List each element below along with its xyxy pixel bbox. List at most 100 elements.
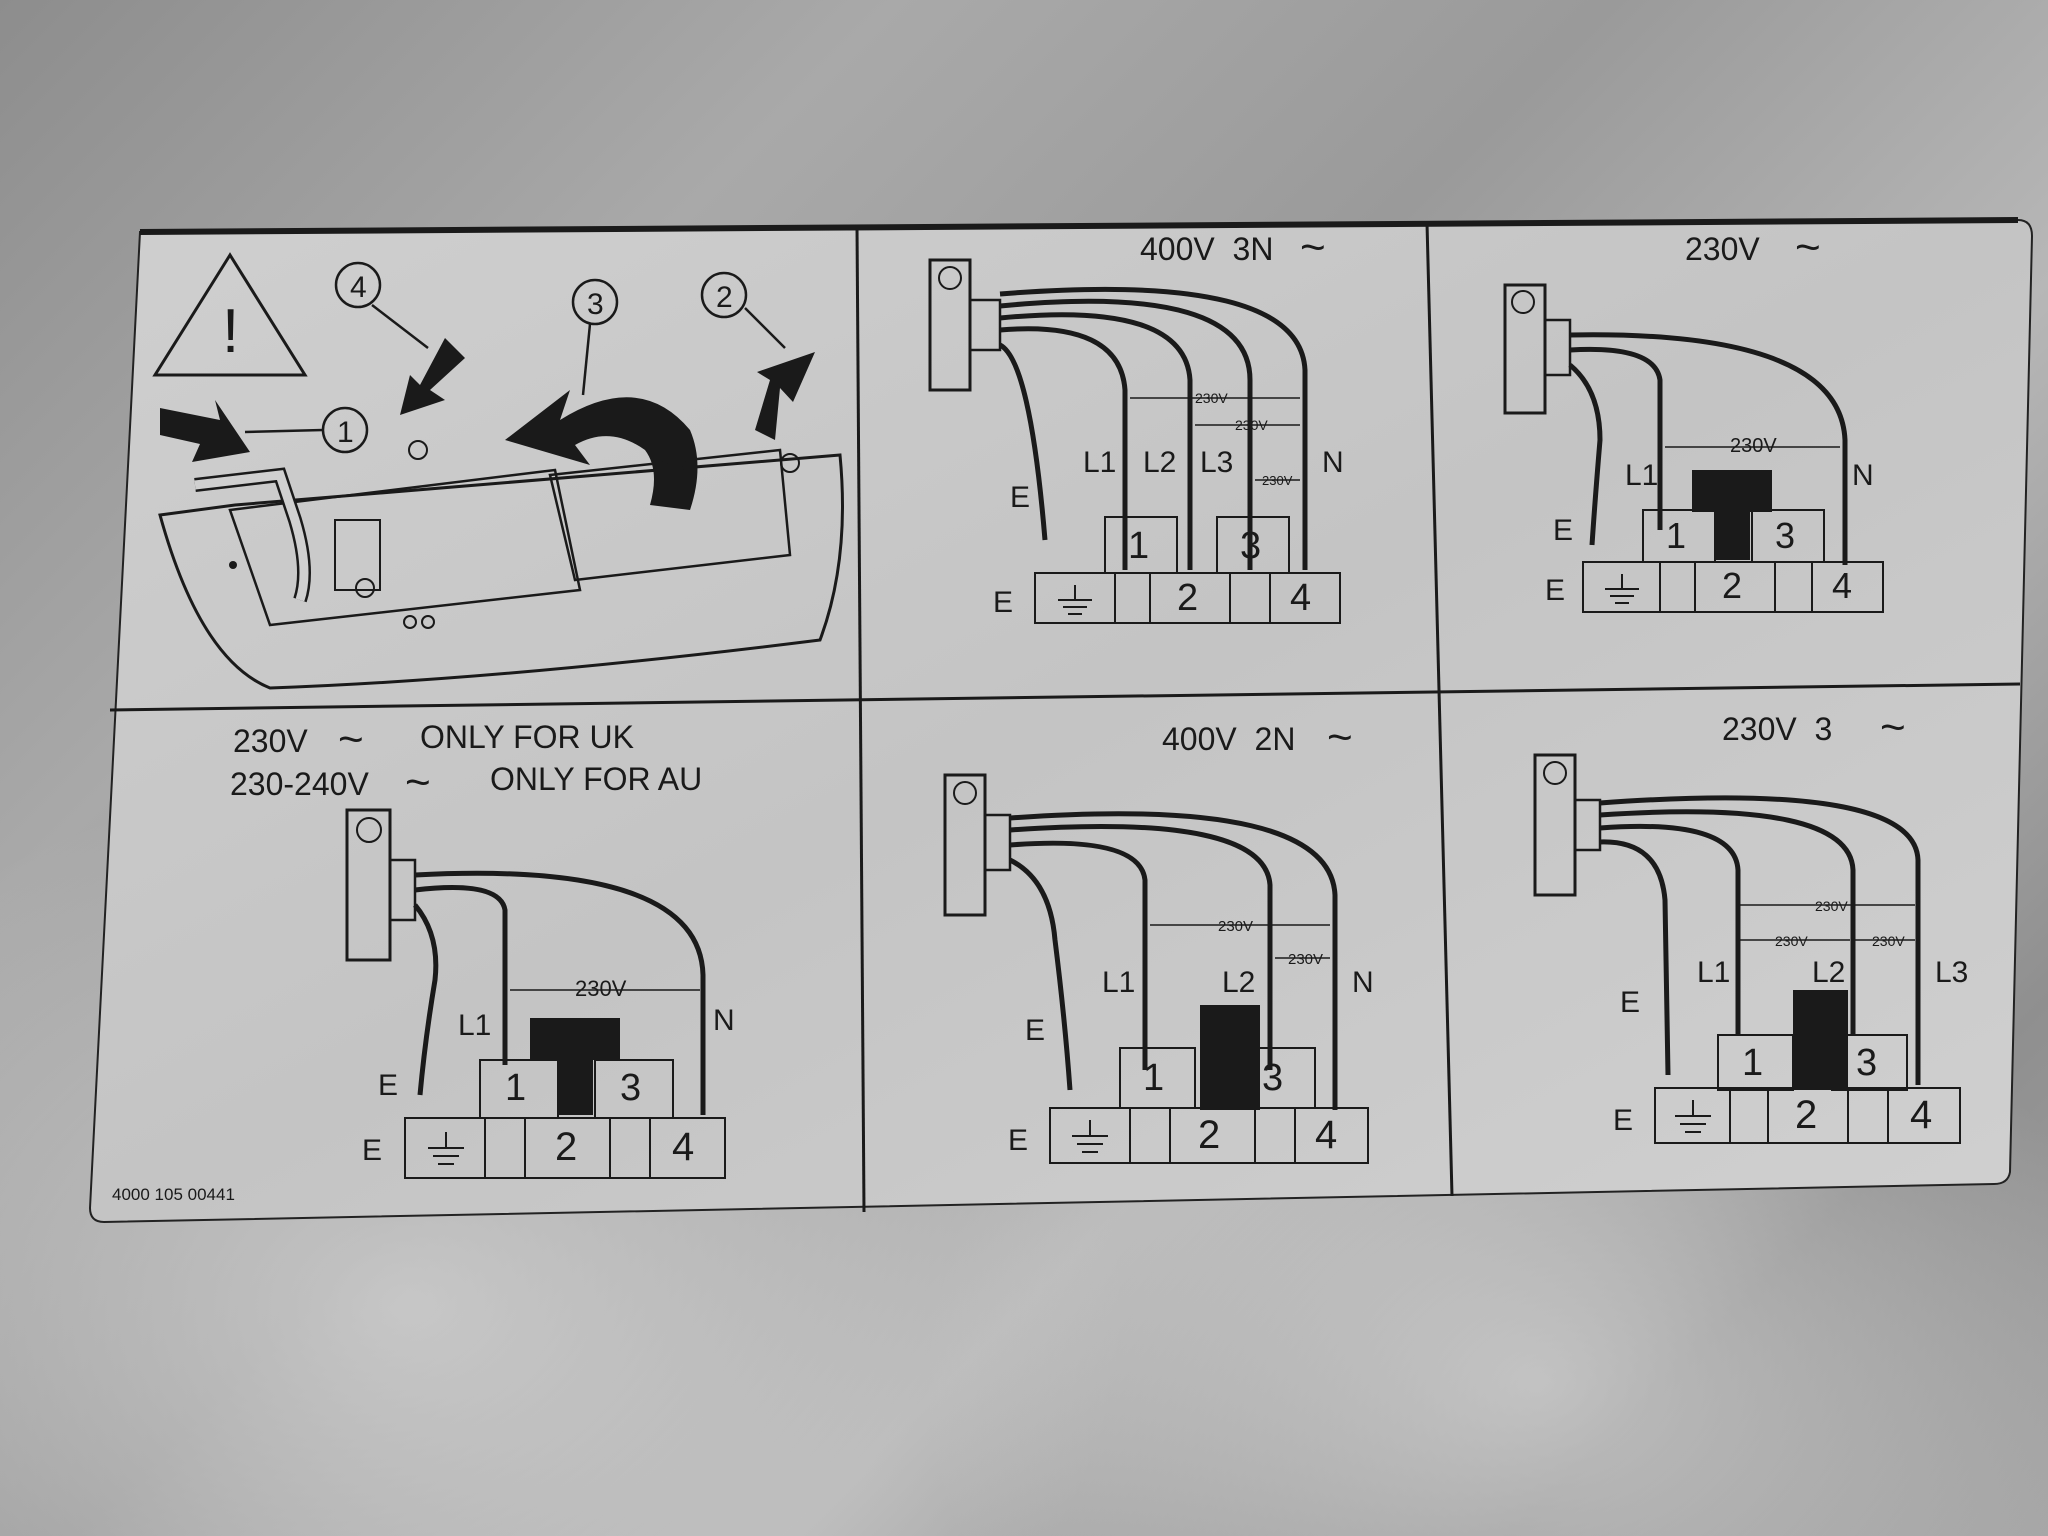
svg-text:1: 1 (337, 416, 354, 449)
terminal-block (404, 1117, 726, 1179)
ac-symbol: ~ (1880, 703, 1906, 752)
terminal-block (1034, 572, 1341, 624)
svg-text:2: 2 (555, 1125, 577, 1169)
svg-text:L2: L2 (1812, 956, 1845, 989)
panel-230v-3: 230V 3 ~ 230V 230V 230V E L1 L2 L3 1 3 2… (1533, 703, 1968, 1144)
ac-symbol: ~ (405, 758, 431, 807)
svg-text:L3: L3 (1200, 446, 1233, 479)
svg-text:230V: 230V (1235, 417, 1268, 433)
svg-text:E: E (378, 1069, 398, 1102)
callout-3 (571, 278, 619, 326)
terminal-block (1654, 1087, 1961, 1144)
earth-icon (1058, 585, 1092, 615)
clamp-screw-icon (938, 266, 962, 290)
svg-text:1: 1 (1143, 1057, 1164, 1099)
svg-text:230V: 230V (1815, 898, 1848, 914)
terminal-block (1582, 561, 1884, 613)
hob-body (158, 453, 844, 690)
ac-symbol: ~ (1300, 223, 1326, 272)
svg-text:N: N (1322, 446, 1344, 479)
svg-text:1: 1 (1128, 525, 1149, 567)
cable-clamp (1503, 283, 1547, 415)
svg-text:N: N (1852, 459, 1874, 492)
svg-text:3: 3 (620, 1067, 641, 1109)
panel-230v-uk-au: 230V ~ ONLY FOR UK 230-240V ~ ONLY FOR A… (230, 715, 735, 1179)
svg-text:E: E (1010, 481, 1030, 514)
svg-text:N: N (713, 1004, 735, 1037)
svg-text:E: E (1025, 1014, 1045, 1047)
ac-symbol: ~ (1327, 713, 1353, 762)
panel-title-uk: 230V (233, 723, 308, 759)
svg-text:E: E (362, 1134, 382, 1167)
clamp-screw-icon (1543, 761, 1567, 785)
svg-text:3: 3 (1240, 525, 1261, 567)
panel-title: 230V 3 (1722, 711, 1832, 747)
svg-text:230V: 230V (1872, 933, 1905, 949)
svg-text:3: 3 (587, 288, 604, 321)
clamp-screw-icon (953, 781, 977, 805)
cable-clamp (943, 773, 987, 917)
svg-text:L2: L2 (1143, 446, 1176, 479)
svg-text:230V: 230V (1288, 951, 1323, 968)
divider-v1 (855, 225, 866, 1213)
earth-icon (1605, 574, 1639, 604)
svg-text:E: E (1613, 1104, 1633, 1137)
ac-symbol: ~ (338, 715, 364, 764)
svg-text:E: E (1545, 574, 1565, 607)
svg-text:230V: 230V (1262, 473, 1293, 488)
uk-note: ONLY FOR UK (420, 719, 634, 755)
svg-text:E: E (1553, 514, 1573, 547)
svg-text:4: 4 (350, 271, 367, 304)
svg-text:230V: 230V (1775, 933, 1808, 949)
terminal-block (1049, 1107, 1369, 1164)
panel-title: 400V 2N (1162, 721, 1295, 757)
warning-icon (152, 252, 308, 377)
svg-text:L1: L1 (458, 1009, 491, 1042)
svg-text:L2: L2 (1222, 966, 1255, 999)
svg-text:230V: 230V (575, 976, 627, 1001)
part-number: 4000 105 00441 (112, 1185, 235, 1204)
panel-title: 230V (1685, 231, 1760, 267)
cable-clamp (345, 808, 392, 962)
svg-text:3: 3 (1262, 1057, 1283, 1099)
earth-icon (428, 1132, 464, 1165)
svg-text:E: E (993, 586, 1013, 619)
panel-400v-3n: 400V 3N ~ 230V 230V 230V E L1 L2 L3 N 1 … (928, 223, 1344, 624)
svg-text:1: 1 (505, 1067, 526, 1109)
screw-4-icon (408, 440, 428, 460)
overview-panel: ! 1 4 3 2 4000 105 (112, 252, 844, 1204)
clamp-screw-icon (356, 817, 382, 843)
terminal-cover (228, 468, 582, 627)
earth-icon (1675, 1100, 1711, 1133)
svg-text:E: E (1620, 986, 1640, 1019)
svg-text:L1: L1 (1083, 446, 1116, 479)
arrow-1-icon (160, 400, 250, 462)
callout-4 (334, 261, 382, 309)
arrow-4-icon (400, 338, 465, 415)
svg-text:L1: L1 (1697, 956, 1730, 989)
svg-text:4: 4 (1290, 577, 1311, 619)
cable-clamp (928, 258, 972, 392)
warning-mark: ! (222, 297, 239, 366)
svg-text:230V: 230V (1218, 918, 1253, 935)
au-note: ONLY FOR AU (490, 761, 702, 797)
svg-text:2: 2 (1795, 1093, 1817, 1137)
svg-text:E: E (1008, 1124, 1028, 1157)
panel-title-au: 230-240V (230, 766, 369, 802)
svg-text:4: 4 (1315, 1113, 1337, 1157)
clamp-screw-icon (1511, 290, 1535, 314)
svg-text:4: 4 (1832, 565, 1852, 606)
svg-text:4: 4 (1910, 1093, 1932, 1137)
svg-text:2: 2 (1198, 1113, 1220, 1157)
svg-text:L1: L1 (1102, 966, 1135, 999)
svg-text:4: 4 (672, 1125, 694, 1169)
svg-text:2: 2 (1722, 565, 1742, 606)
arrow-2-icon (755, 352, 815, 440)
svg-text:1: 1 (1742, 1042, 1763, 1084)
divider-h (109, 682, 2021, 712)
svg-text:L3: L3 (1935, 956, 1968, 989)
cable-clamp (1533, 753, 1577, 897)
callout-2 (700, 271, 748, 319)
panel-230v: 230V ~ 230V E L1 N 1 3 2 4 E (1503, 223, 1884, 613)
